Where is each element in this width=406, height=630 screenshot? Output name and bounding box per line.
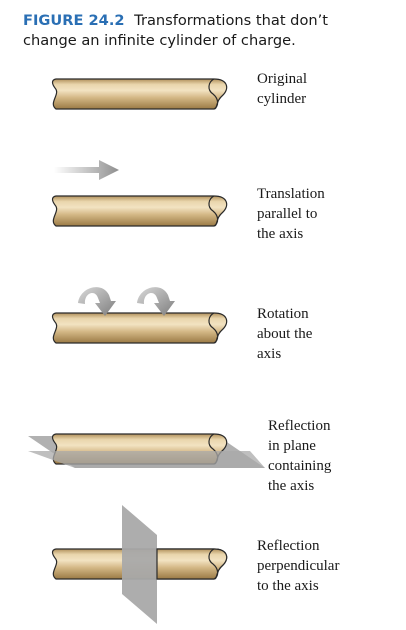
panel-original: Original cylinder xyxy=(51,71,307,110)
panel-label-line: the axis xyxy=(257,226,303,242)
panel-label-line: Original xyxy=(257,71,307,87)
panel-label-line: Translation xyxy=(257,186,325,202)
cylinder xyxy=(51,195,228,227)
panel-translation: Translation parallel to the axis xyxy=(51,160,325,242)
panel-label-line: containing xyxy=(268,458,332,474)
panel-reflection-plane: Reflection in plane containing the axis xyxy=(28,418,332,494)
curved-arrow-icon xyxy=(78,287,116,316)
panel-label-line: the axis xyxy=(268,478,314,494)
curved-arrow-icon xyxy=(137,287,175,316)
cylinder xyxy=(51,78,228,110)
figure-label: FIGURE 24.2 xyxy=(23,12,125,29)
panel-label-line: Reflection xyxy=(268,418,331,434)
panel-label-line: cylinder xyxy=(257,91,306,107)
panel-label-line: axis xyxy=(257,346,281,362)
panel-rotation: Rotation about the axis xyxy=(51,287,313,362)
figure-title-part2: change an infinite cylinder of charge. xyxy=(23,32,296,49)
panel-label-line: about the xyxy=(257,326,313,342)
panel-label-line: to the axis xyxy=(257,578,319,594)
panel-label-line: perpendicular xyxy=(257,558,339,574)
panel-label-line: parallel to xyxy=(257,206,317,222)
panel-label-line: Reflection xyxy=(257,538,320,554)
figure-title-part1: Transformations that don’t xyxy=(133,12,328,29)
figure-caption-line1: FIGURE 24.2 Transformations that don’t xyxy=(23,12,328,29)
right-arrow-icon xyxy=(54,160,119,180)
panel-reflection-perpendicular: Reflection perpendicular to the axis xyxy=(51,505,339,624)
panel-label-line: Rotation xyxy=(257,306,309,322)
panel-label-line: in plane xyxy=(268,438,316,454)
cylinder xyxy=(51,312,228,344)
vertical-plane-icon xyxy=(122,505,157,624)
